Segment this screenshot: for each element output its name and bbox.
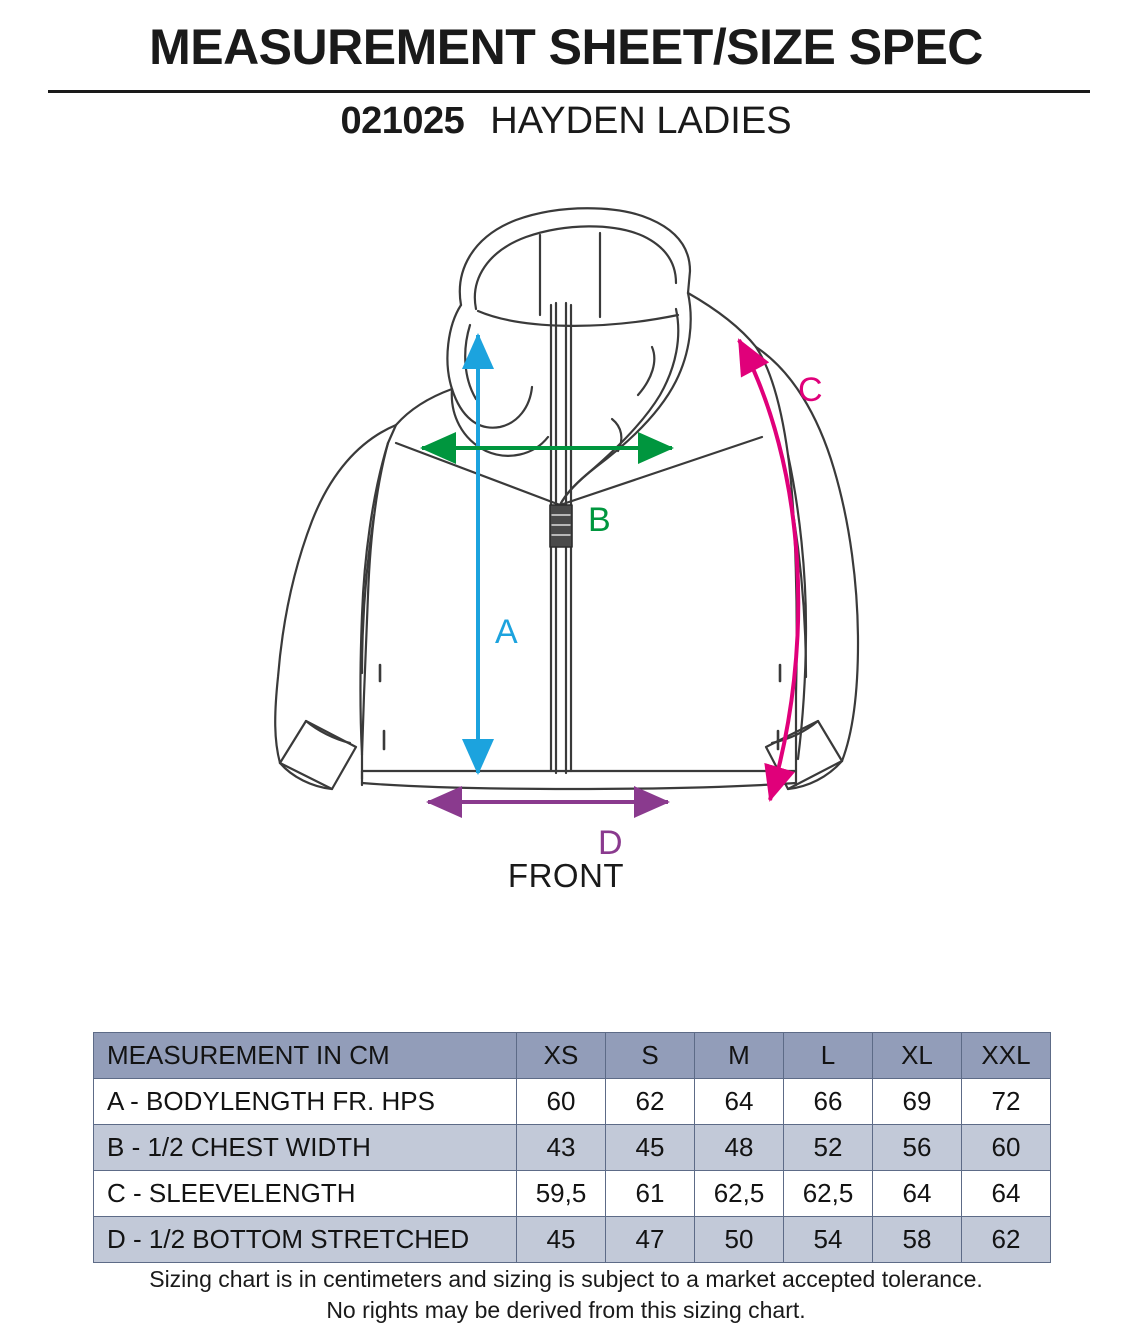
cell-c-l: 62,5 — [783, 1170, 873, 1217]
row-label-d: D - 1/2 BOTTOM STRETCHED — [93, 1216, 517, 1263]
table-row: D - 1/2 BOTTOM STRETCHED 45 47 50 54 58 … — [93, 1216, 1051, 1263]
callout-b-label: B — [588, 501, 611, 539]
table-header-l: L — [783, 1032, 873, 1079]
table-header-row: MEASUREMENT IN CM XS S M L XL XXL — [93, 1032, 1051, 1079]
table-header-xl: XL — [872, 1032, 962, 1079]
row-label-a: A - BODYLENGTH FR. HPS — [93, 1078, 517, 1125]
style-name: HAYDEN LADIES — [490, 100, 792, 142]
size-table: MEASUREMENT IN CM XS S M L XL XXL A - BO… — [93, 1032, 1051, 1263]
cell-a-xs: 60 — [516, 1078, 606, 1125]
view-caption: FRONT — [507, 857, 625, 894]
table-header-m: M — [694, 1032, 784, 1079]
table-header-xxl: XXL — [961, 1032, 1051, 1079]
cell-b-xs: 43 — [516, 1124, 606, 1171]
cell-d-m: 50 — [694, 1216, 784, 1263]
cell-c-s: 61 — [605, 1170, 695, 1217]
table-header-xs: XS — [516, 1032, 606, 1079]
page-title: MEASUREMENT SHEET/SIZE SPEC — [149, 19, 983, 75]
size-table-container: MEASUREMENT IN CM XS S M L XL XXL A - BO… — [93, 1032, 1051, 1263]
table-header-measurement: MEASUREMENT IN CM — [93, 1032, 517, 1079]
disclaimer-line-1: Sizing chart is in centimeters and sizin… — [149, 1266, 983, 1292]
title-divider — [48, 90, 1090, 93]
style-number: 021025 — [340, 100, 465, 142]
cell-a-xl: 69 — [872, 1078, 962, 1125]
cell-c-xl: 64 — [872, 1170, 962, 1217]
cell-b-xxl: 60 — [961, 1124, 1051, 1171]
callout-c-label: C — [798, 371, 823, 409]
cell-c-xs: 59,5 — [516, 1170, 606, 1217]
style-subtitle: 021025 HAYDEN LADIES — [0, 100, 1132, 144]
jacket-drawing — [274, 207, 860, 791]
cell-a-m: 64 — [694, 1078, 784, 1125]
garment-illustration: A B C D — [0, 175, 1132, 905]
table-row: A - BODYLENGTH FR. HPS 60 62 64 66 69 72 — [93, 1078, 1051, 1125]
table-row: B - 1/2 CHEST WIDTH 43 45 48 52 56 60 — [93, 1124, 1051, 1171]
cell-d-xs: 45 — [516, 1216, 606, 1263]
cell-d-l: 54 — [783, 1216, 873, 1263]
cell-b-l: 52 — [783, 1124, 873, 1171]
cell-b-m: 48 — [694, 1124, 784, 1171]
callout-c-arrow — [737, 338, 801, 802]
disclaimer: Sizing chart is in centimeters and sizin… — [0, 1264, 1132, 1326]
row-label-c: C - SLEEVELENGTH — [93, 1170, 517, 1217]
callout-a-label: A — [495, 613, 518, 651]
cell-a-s: 62 — [605, 1078, 695, 1125]
cell-d-xxl: 62 — [961, 1216, 1051, 1263]
table-row: C - SLEEVELENGTH 59,5 61 62,5 62,5 64 64 — [93, 1170, 1051, 1217]
cell-b-s: 45 — [605, 1124, 695, 1171]
disclaimer-line-2: No rights may be derived from this sizin… — [326, 1297, 806, 1324]
table-header-s: S — [605, 1032, 695, 1079]
cell-a-l: 66 — [783, 1078, 873, 1125]
cell-c-xxl: 64 — [961, 1170, 1051, 1217]
cell-d-xl: 58 — [872, 1216, 962, 1263]
cell-d-s: 47 — [605, 1216, 695, 1263]
cell-b-xl: 56 — [872, 1124, 962, 1171]
row-label-b: B - 1/2 CHEST WIDTH — [93, 1124, 517, 1171]
cell-c-m: 62,5 — [694, 1170, 784, 1217]
callout-d-label: D — [598, 824, 623, 862]
cell-a-xxl: 72 — [961, 1078, 1051, 1125]
